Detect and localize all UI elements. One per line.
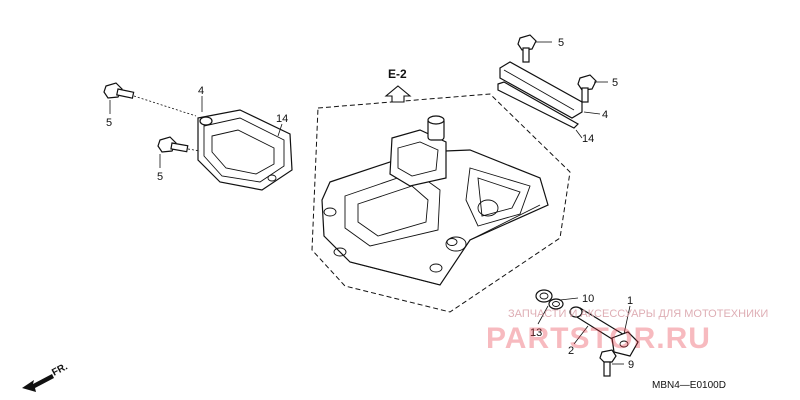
right-cover-assembly <box>497 61 583 129</box>
front-direction-label: FR. <box>50 361 70 378</box>
watermark-brand: PARTSTOR.RU <box>486 322 711 355</box>
bolt-left-lower-icon <box>157 136 189 153</box>
cylinder-head <box>321 115 549 286</box>
callout-5-left-lower: 5 <box>157 171 163 183</box>
callout-4-right: 4 <box>602 109 608 121</box>
drawing-code: MBN4—E0100D <box>652 380 726 391</box>
bolt-left-upper-icon <box>103 82 135 99</box>
left-cover-assembly <box>197 109 293 191</box>
callout-4-left: 4 <box>198 85 204 97</box>
callout-13: 13 <box>530 327 542 339</box>
bolt-right-upper-icon <box>517 34 537 63</box>
assembly-boundary <box>311 93 571 313</box>
oil-seal-part <box>535 289 553 303</box>
callout-5-right-upper: 5 <box>558 37 564 49</box>
callout-14-left: 14 <box>276 113 288 125</box>
callout-9: 9 <box>628 359 634 371</box>
bolt-lower-icon <box>599 349 617 377</box>
callout-leaders <box>109 41 631 365</box>
callout-5-right-lower: 5 <box>612 77 618 89</box>
callout-14-right: 14 <box>582 133 594 145</box>
watermark-tagline: ЗАПЧАСТИ И АКСЕССУАРЫ ДЛЯ МОТОТЕХНИКИ <box>508 308 768 320</box>
o-ring-part <box>548 298 564 310</box>
callout-10: 10 <box>582 293 594 305</box>
shaft-part <box>569 306 627 345</box>
callout-2: 2 <box>568 345 574 357</box>
callout-5-left-upper: 5 <box>106 117 112 129</box>
front-direction-arrow-icon <box>22 374 54 392</box>
reference-label: E-2 <box>388 67 407 81</box>
reference-arrow-icon <box>384 85 412 103</box>
bolt-right-lower-icon <box>577 74 597 103</box>
callout-1: 1 <box>627 295 633 307</box>
plate-part <box>611 331 639 357</box>
